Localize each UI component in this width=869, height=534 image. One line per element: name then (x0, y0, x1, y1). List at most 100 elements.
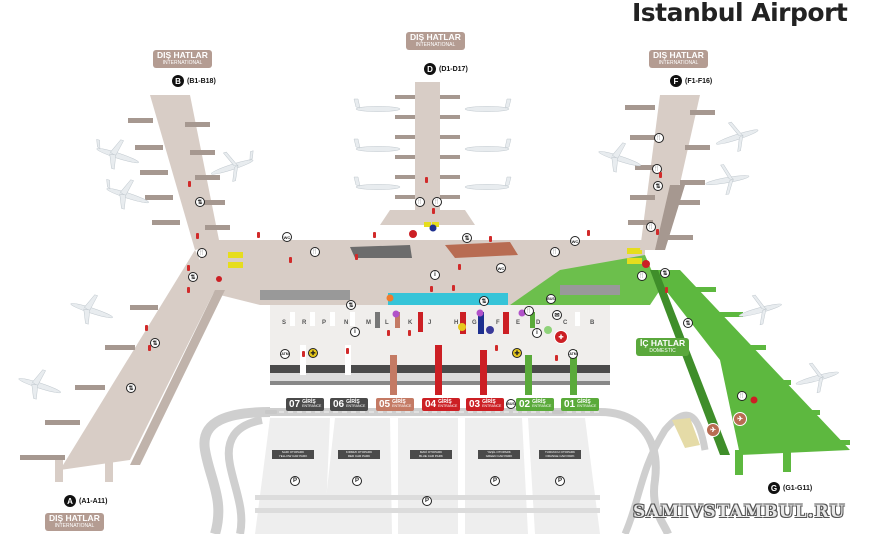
checkin-row-label[interactable]: R (302, 320, 307, 326)
checkin-row-label[interactable]: S (282, 320, 287, 326)
elevator-icon[interactable]: ⇅ (462, 233, 472, 243)
airplane (464, 98, 512, 112)
marker-red (750, 396, 758, 404)
info-icon[interactable]: i (430, 270, 440, 280)
airplane (705, 164, 750, 195)
atm-icon[interactable]: ATM (280, 349, 290, 359)
elevator-icon[interactable]: ⇅ (479, 296, 489, 306)
pier-label-a[interactable]: A (A1-A11) (64, 495, 107, 507)
checkin-islands (290, 312, 580, 395)
thy-lounge (445, 242, 518, 258)
toilet-icon (145, 325, 148, 331)
elevator-icon[interactable]: ⇅ (150, 338, 160, 348)
atm-icon[interactable]: ATM (568, 349, 578, 359)
pier-letter-icon: D (424, 63, 436, 75)
pier-letter-icon: A (64, 495, 76, 507)
airplane (715, 121, 759, 152)
checkin-row-label[interactable]: E (516, 320, 521, 326)
marker-red (642, 260, 650, 268)
elevator-icon[interactable]: ⇅ (195, 197, 205, 207)
elevator-icon[interactable]: ⇅ (660, 268, 670, 278)
restaurant-icon[interactable]: 🍴 (524, 306, 534, 316)
marker-blue (486, 326, 494, 334)
toilet-icon (289, 257, 292, 263)
marker-green (544, 326, 552, 334)
restaurant-icon[interactable]: 🍴 (415, 197, 425, 207)
wc-icon[interactable]: WC (496, 263, 506, 273)
checkin-row-label[interactable]: J (428, 320, 432, 326)
parking-lot-orange (528, 418, 600, 534)
airplanes (18, 98, 839, 400)
zone-badge-domestic: İÇ HATLAR DOMESTIC (636, 338, 690, 356)
info-icon[interactable]: i (350, 327, 360, 337)
restaurant-icon[interactable]: 🍴 (550, 247, 560, 257)
checkin-row-label[interactable]: L (385, 320, 389, 326)
bus-gate-yellow (672, 418, 700, 448)
elevator-icon[interactable]: ⇅ (346, 300, 356, 310)
coffee-icon[interactable]: ✚ (512, 348, 522, 358)
pier-label-f[interactable]: F (F1-F16) (670, 75, 712, 87)
checkin-row-label[interactable]: C (563, 320, 568, 326)
parking-icon[interactable]: P (555, 476, 565, 486)
coffee-icon[interactable]: ✚ (308, 348, 318, 358)
pier-g (650, 270, 850, 475)
road-network (199, 407, 709, 534)
checkin-row-label[interactable]: F (496, 320, 500, 326)
checkin-row-label[interactable]: P (322, 320, 327, 326)
parking-icon[interactable]: P (422, 496, 432, 506)
info-icon[interactable]: i (532, 328, 542, 338)
marker-red (409, 230, 417, 238)
pier-label-g[interactable]: G (G1-G11) (768, 482, 812, 494)
checkin-row-label[interactable]: M (366, 320, 371, 326)
checkin-row-label[interactable]: G (472, 320, 477, 326)
turkish-airlines-icon[interactable]: ✈ (706, 423, 720, 437)
restaurant-icon[interactable]: 🍴 (652, 164, 662, 174)
mail-icon[interactable]: ✉ (552, 310, 562, 320)
checkin-row-label[interactable]: N (344, 320, 349, 326)
restaurant-icon[interactable]: 🍴 (197, 248, 207, 258)
restaurant-icon[interactable]: 🍴 (310, 247, 320, 257)
pier-label-b[interactable]: B (B1-B18) (172, 75, 216, 87)
checkin-row-label[interactable]: D (536, 320, 541, 326)
pier-letter-icon: B (172, 75, 184, 87)
checkin-row-label[interactable]: B (590, 320, 595, 326)
checkin-row-label[interactable]: K (408, 320, 413, 326)
elevator-icon[interactable]: ⇅ (683, 318, 693, 328)
parking-icon[interactable]: P (490, 476, 500, 486)
restaurant-icon[interactable]: 🍴 (646, 222, 656, 232)
parking-icon[interactable]: P (352, 476, 362, 486)
medical-icon[interactable]: ✚ (554, 330, 568, 344)
watermark: SAMIVSTAMBUL.RU (633, 502, 846, 522)
shuttle-bus-icon[interactable]: BUS (546, 294, 556, 304)
airplane (353, 138, 401, 152)
restaurant-icon[interactable]: 🍴 (432, 197, 442, 207)
restaurant-icon[interactable]: 🍴 (654, 133, 664, 143)
restaurant-icon[interactable]: 🍴 (637, 271, 647, 281)
pier-label-d[interactable]: D (D1-D17) (424, 63, 468, 75)
shuttle-bus-icon[interactable]: BUS (506, 399, 516, 409)
wc-icon[interactable]: WC (570, 236, 580, 246)
parking-icon[interactable]: P (290, 476, 300, 486)
elevator-icon[interactable]: ⇅ (653, 181, 663, 191)
elevator-icon[interactable]: ⇅ (188, 272, 198, 282)
elevator-icon[interactable]: ⇅ (126, 383, 136, 393)
restaurant-icon[interactable]: 🍴 (737, 391, 747, 401)
toilet-icon (430, 286, 433, 292)
toilet-icon (425, 177, 428, 183)
turkish-airlines-icon[interactable]: ✈ (733, 412, 747, 426)
toilet-icon (355, 254, 358, 260)
wc-icon[interactable]: WC (282, 232, 292, 242)
checkin-row-label[interactable]: H (454, 320, 459, 326)
